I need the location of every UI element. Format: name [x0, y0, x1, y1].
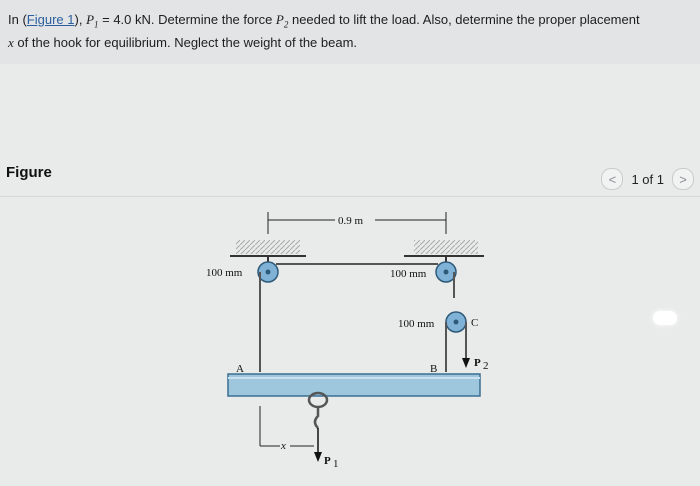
figure-link[interactable]: Figure 1	[26, 12, 75, 27]
span-label: 0.9 m	[338, 215, 364, 227]
figure-diagram: 0.9 m	[190, 200, 510, 480]
chevron-left-icon: <	[608, 171, 617, 187]
point-a-label: A	[236, 363, 244, 375]
load-label: P	[324, 455, 331, 467]
pulley-beam-diagram: 0.9 m	[206, 212, 489, 470]
left-pulley	[257, 256, 279, 283]
chevron-right-icon: >	[679, 171, 687, 187]
hook-distance-label: x	[280, 440, 286, 452]
hook	[307, 391, 329, 429]
span-dimension: 0.9 m	[267, 212, 447, 234]
left-ceiling	[230, 240, 306, 257]
next-figure-button[interactable]: >	[672, 168, 694, 190]
load-arrow-p1: P 1	[314, 428, 339, 470]
problem-prefix: In (	[8, 12, 27, 27]
figure-pager: < 1 of 1 >	[601, 168, 694, 190]
right-ceiling	[404, 240, 484, 257]
lower-pulley-c	[445, 311, 467, 333]
problem-tail-1: needed to lift the load. Also, determine…	[288, 12, 640, 27]
problem-text: In (Figure 1), P1 = 4.0 kN. Determine th…	[8, 11, 692, 51]
point-c-label: C	[471, 317, 478, 329]
cables	[259, 263, 467, 372]
pull-label: P	[474, 357, 481, 369]
p1-symbol: P1	[86, 12, 99, 30]
left-radius-label: 100 mm	[206, 267, 243, 279]
x-symbol: x	[8, 34, 14, 50]
lower-radius-label: 100 mm	[398, 318, 435, 330]
problem-after-link: ),	[74, 12, 87, 27]
prev-figure-button[interactable]: <	[601, 168, 624, 190]
p1-value: = 4.0 kN	[98, 12, 151, 27]
pull-arrow-p2: P 2	[462, 357, 489, 372]
problem-mid-text: . Determine the force	[150, 12, 276, 27]
right-pulley	[435, 256, 457, 283]
figure-header: Figure < 1 of 1 >	[0, 154, 700, 197]
problem-tail-2: of the hook for equilibrium. Neglect the…	[13, 34, 358, 50]
highlight-glare	[653, 311, 677, 325]
figure-count: 1 of 1	[631, 171, 664, 187]
load-sub-label: 1	[333, 458, 339, 470]
beam	[227, 373, 481, 397]
p2-symbol: P2	[275, 12, 289, 30]
problem-statement: In (Figure 1), P1 = 4.0 kN. Determine th…	[0, 0, 700, 64]
right-radius-label: 100 mm	[390, 268, 427, 280]
pull-sub-label: 2	[483, 360, 489, 372]
hook-distance-dimension: x	[259, 406, 314, 452]
point-b-label: B	[430, 363, 437, 375]
figure-title: Figure	[6, 164, 52, 181]
